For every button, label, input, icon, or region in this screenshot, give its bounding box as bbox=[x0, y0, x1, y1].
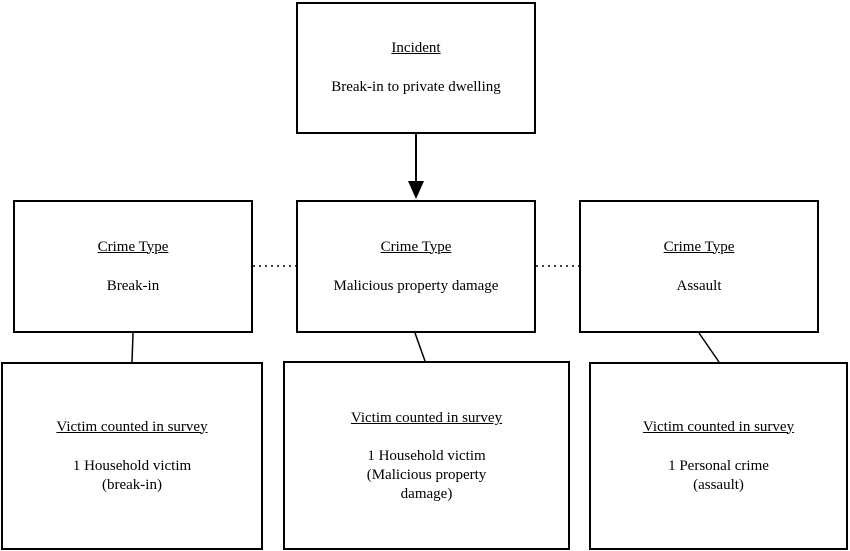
incident-box: Incident Break-in to private dwelling bbox=[296, 2, 536, 134]
victim-box-property-damage: Victim counted in survey 1 Household vic… bbox=[283, 361, 570, 550]
victim-lines: 1 Household victim (break-in) bbox=[73, 457, 191, 495]
victim-line: 1 Household victim bbox=[72, 457, 192, 474]
crime-type-heading: Crime Type bbox=[97, 238, 169, 255]
crime-type-text: Break-in bbox=[106, 277, 160, 294]
crime-type-box-property-damage: Crime Type Malicious property damage bbox=[296, 200, 536, 333]
victim-lines: 1 Household victim (Malicious property d… bbox=[367, 447, 487, 504]
victim-line: (Malicious property bbox=[366, 467, 487, 483]
crime-type-text: Assault bbox=[676, 277, 722, 294]
crime-type-box-break-in: Crime Type Break-in bbox=[13, 200, 253, 333]
victim-line: damage) bbox=[400, 486, 453, 502]
crime-type-text: Malicious property damage bbox=[333, 277, 499, 294]
crime2-to-victim2-line bbox=[414, 332, 426, 362]
victim-box-break-in: Victim counted in survey 1 Household vic… bbox=[1, 362, 263, 550]
victim-line: 1 Personal crime bbox=[668, 457, 769, 474]
incident-text: Break-in to private dwelling bbox=[331, 79, 501, 95]
crime3-to-victim3-line bbox=[698, 332, 720, 363]
arrowhead-shape bbox=[408, 181, 424, 199]
crime1-to-victim1-line bbox=[131, 332, 134, 363]
victim-line: (assault) bbox=[693, 476, 744, 493]
crime-type-heading: Crime Type bbox=[663, 238, 735, 255]
victim-heading: Victim counted in survey bbox=[350, 410, 503, 426]
victim-line: (break-in) bbox=[102, 476, 162, 493]
victim-heading: Victim counted in survey bbox=[56, 418, 208, 435]
victim-box-assault: Victim counted in survey 1 Personal crim… bbox=[589, 362, 848, 550]
crime-type-box-assault: Crime Type Assault bbox=[579, 200, 819, 333]
incident-heading: Incident bbox=[391, 40, 441, 56]
victim-lines: 1 Personal crime (assault) bbox=[668, 457, 769, 495]
victim-line: 1 Household victim bbox=[367, 448, 486, 464]
crime-type-heading: Crime Type bbox=[380, 238, 452, 255]
victim-heading: Victim counted in survey bbox=[642, 418, 795, 435]
